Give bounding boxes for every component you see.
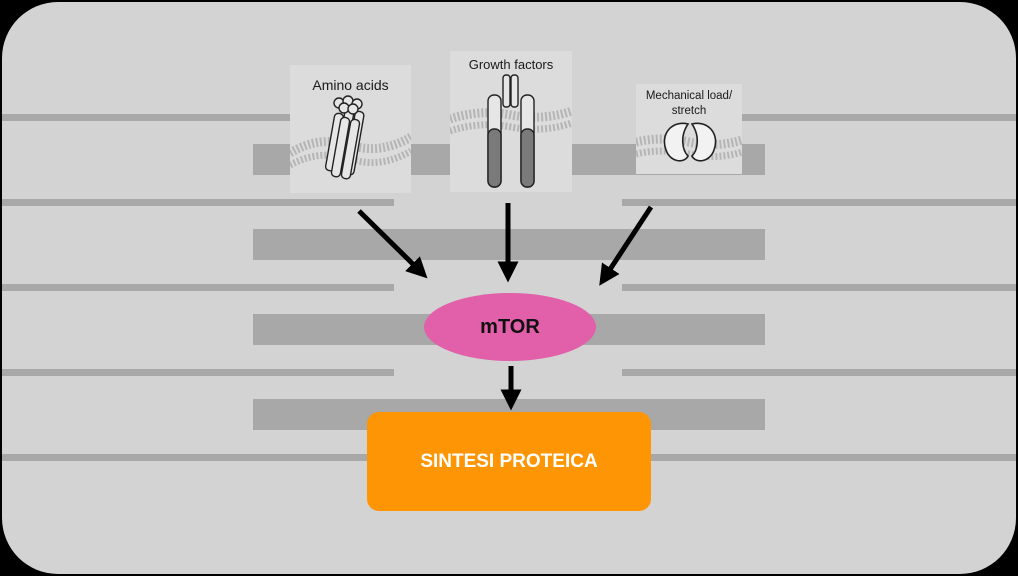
mechanical-load-panel: Mechanical load/ stretch (636, 84, 742, 174)
bg-stripe (2, 199, 394, 206)
amino-acids-panel: Amino acids (290, 65, 411, 193)
bg-stripe (253, 229, 765, 260)
amino-acid-transporter-icon (290, 95, 411, 180)
growth-factors-panel: Growth factors (450, 51, 572, 192)
protein-synthesis-node: SINTESI PROTEICA (367, 412, 651, 511)
bg-stripe (2, 114, 292, 121)
growth-factor-receptor-icon (450, 74, 572, 188)
amino-acids-label: Amino acids (312, 77, 389, 93)
mtor-node: mTOR (424, 293, 596, 361)
protein-synthesis-label: SINTESI PROTEICA (420, 450, 598, 472)
bg-stripe (622, 284, 1016, 291)
bg-stripe (622, 199, 1016, 206)
mechanical-load-label-line2: stretch (671, 105, 707, 117)
mechanosensitive-channel-icon (636, 122, 742, 162)
mechanical-load-label-line1: Mechanical load/ (645, 90, 733, 102)
bg-stripe (742, 114, 1016, 121)
growth-factors-label: Growth factors (468, 57, 554, 72)
bg-stripe (2, 284, 394, 291)
bg-stripe (622, 369, 1016, 376)
bg-stripe (2, 369, 394, 376)
mtor-label: mTOR (480, 315, 540, 338)
